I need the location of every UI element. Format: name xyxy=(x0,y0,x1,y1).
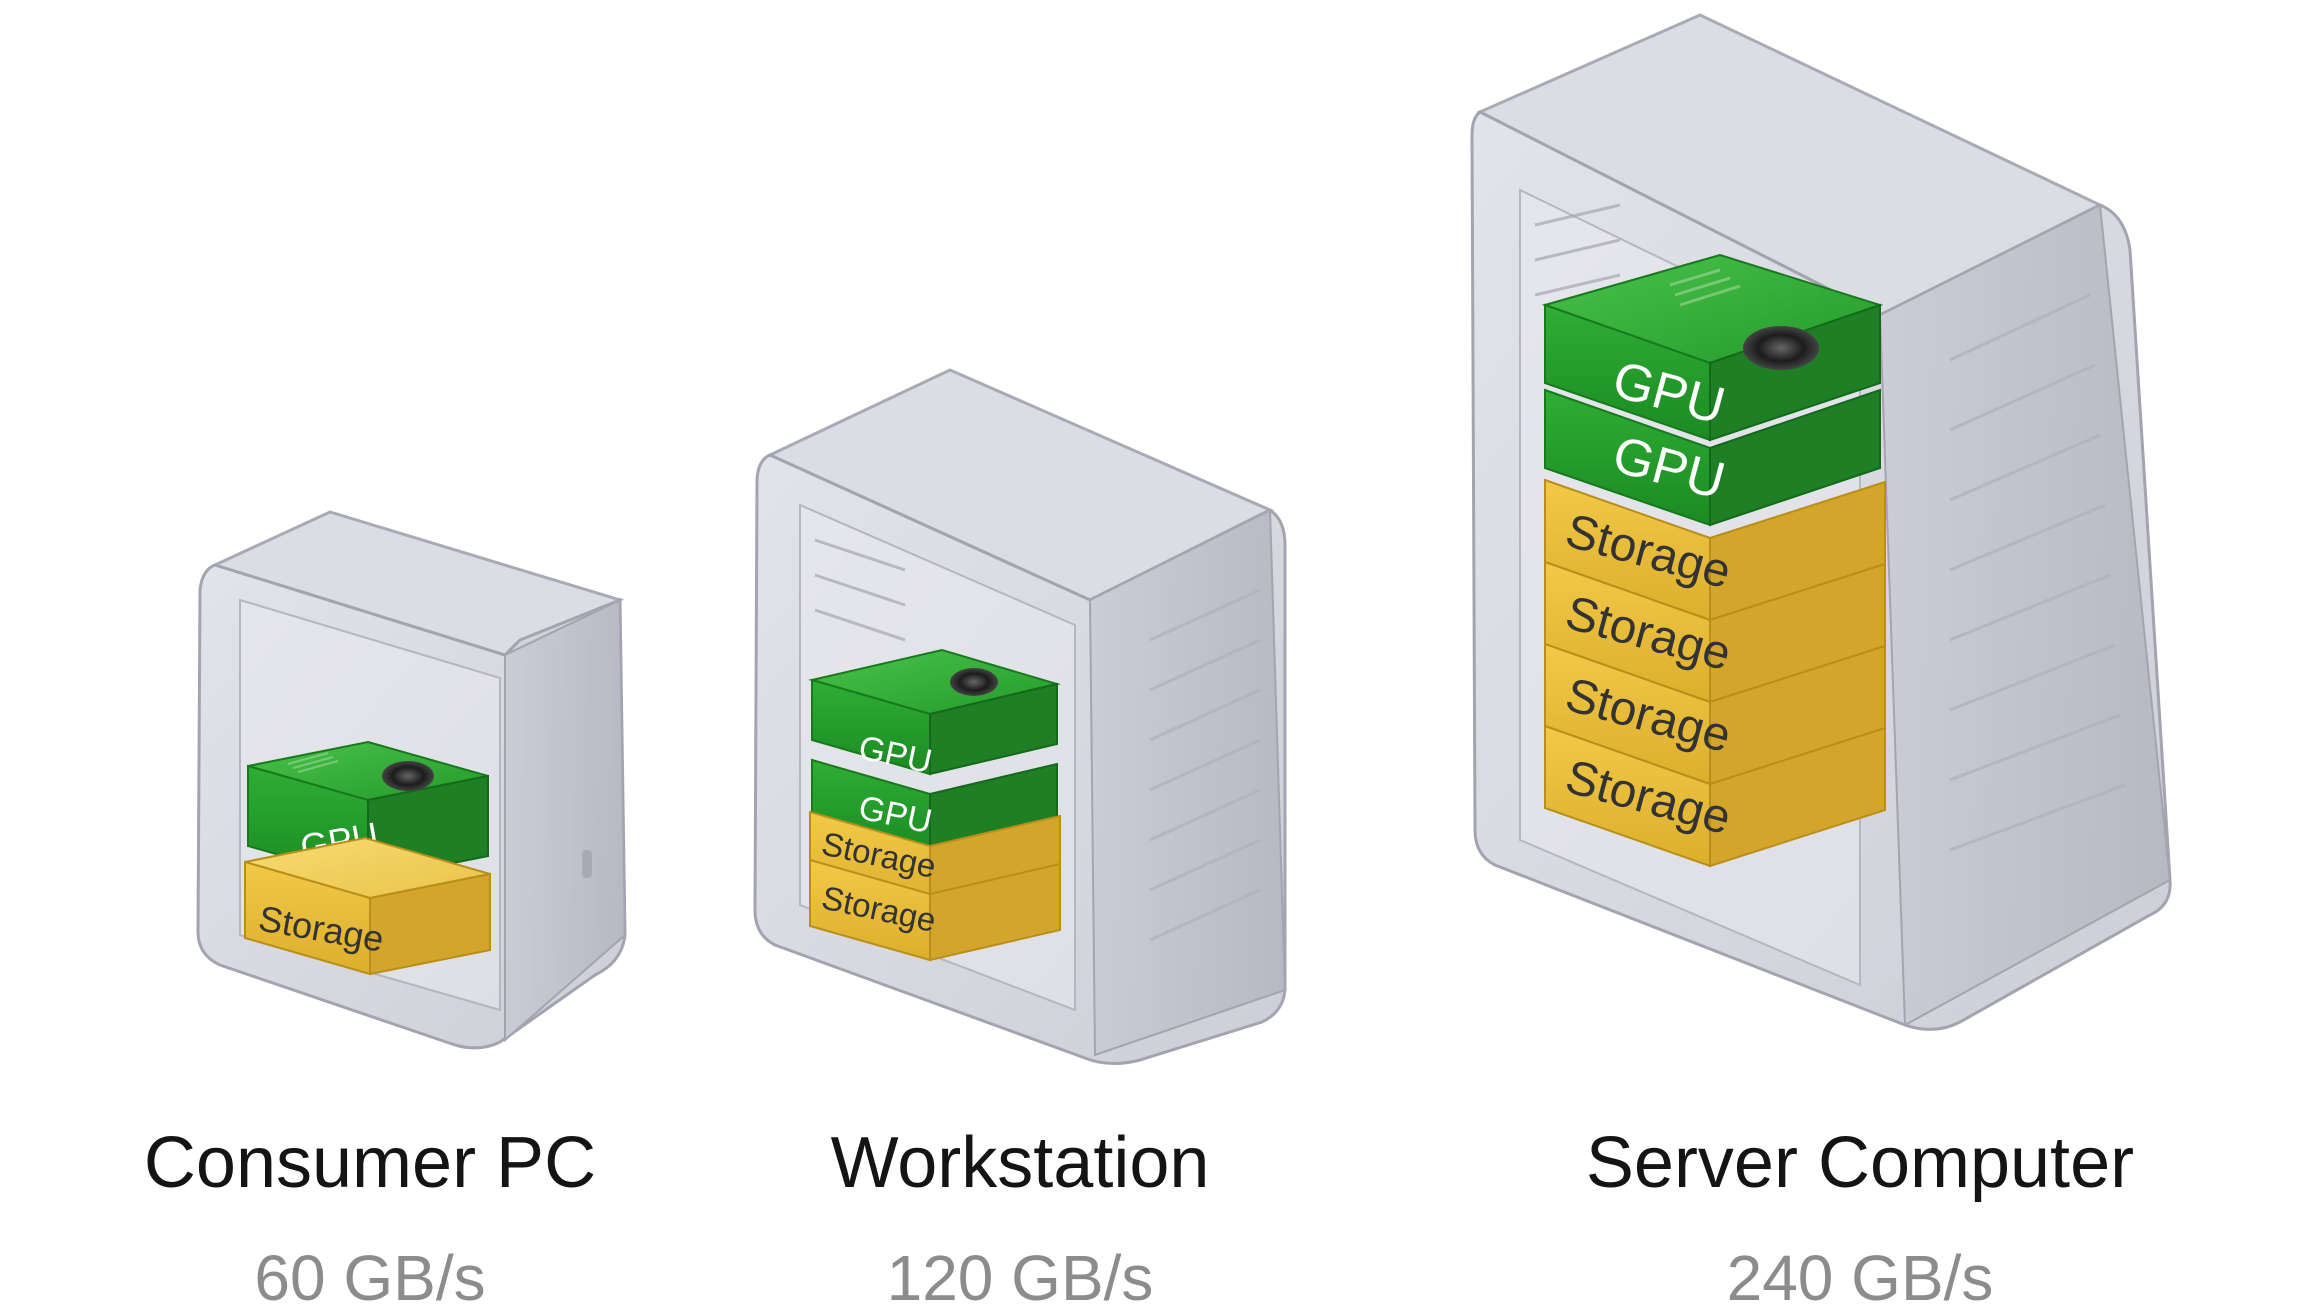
gpu-module: GPU xyxy=(1541,253,1884,442)
storage-module: Storage xyxy=(244,836,491,976)
workstation-bandwidth: 120 GB/s xyxy=(886,1242,1154,1307)
storage-module: Storage xyxy=(1544,642,1886,786)
consumer-pc-bandwidth: 60 GB/s xyxy=(254,1242,486,1307)
workstation-title: Workstation xyxy=(830,1123,1210,1203)
workstation-modules: GPU GPU Storage Storage xyxy=(808,648,1061,962)
server-computer-bandwidth: 240 GB/s xyxy=(1726,1242,1994,1307)
consumer-pc-title: Consumer PC xyxy=(143,1123,597,1203)
gpu-module: GPU xyxy=(808,648,1061,781)
consumer-pc-modules: GPU Storage xyxy=(244,740,491,976)
server-computer-title: Server Computer xyxy=(1585,1123,2135,1203)
fan-icon xyxy=(950,668,998,696)
server-computer-modules: GPU GPU Storage Storage Storage Storage xyxy=(1541,253,1886,868)
fan-icon xyxy=(1743,326,1819,370)
storage-module: Storage xyxy=(809,858,1061,962)
storage-module: Storage xyxy=(1544,560,1886,704)
fan-icon xyxy=(382,761,434,791)
storage-module: Storage xyxy=(1544,478,1886,622)
